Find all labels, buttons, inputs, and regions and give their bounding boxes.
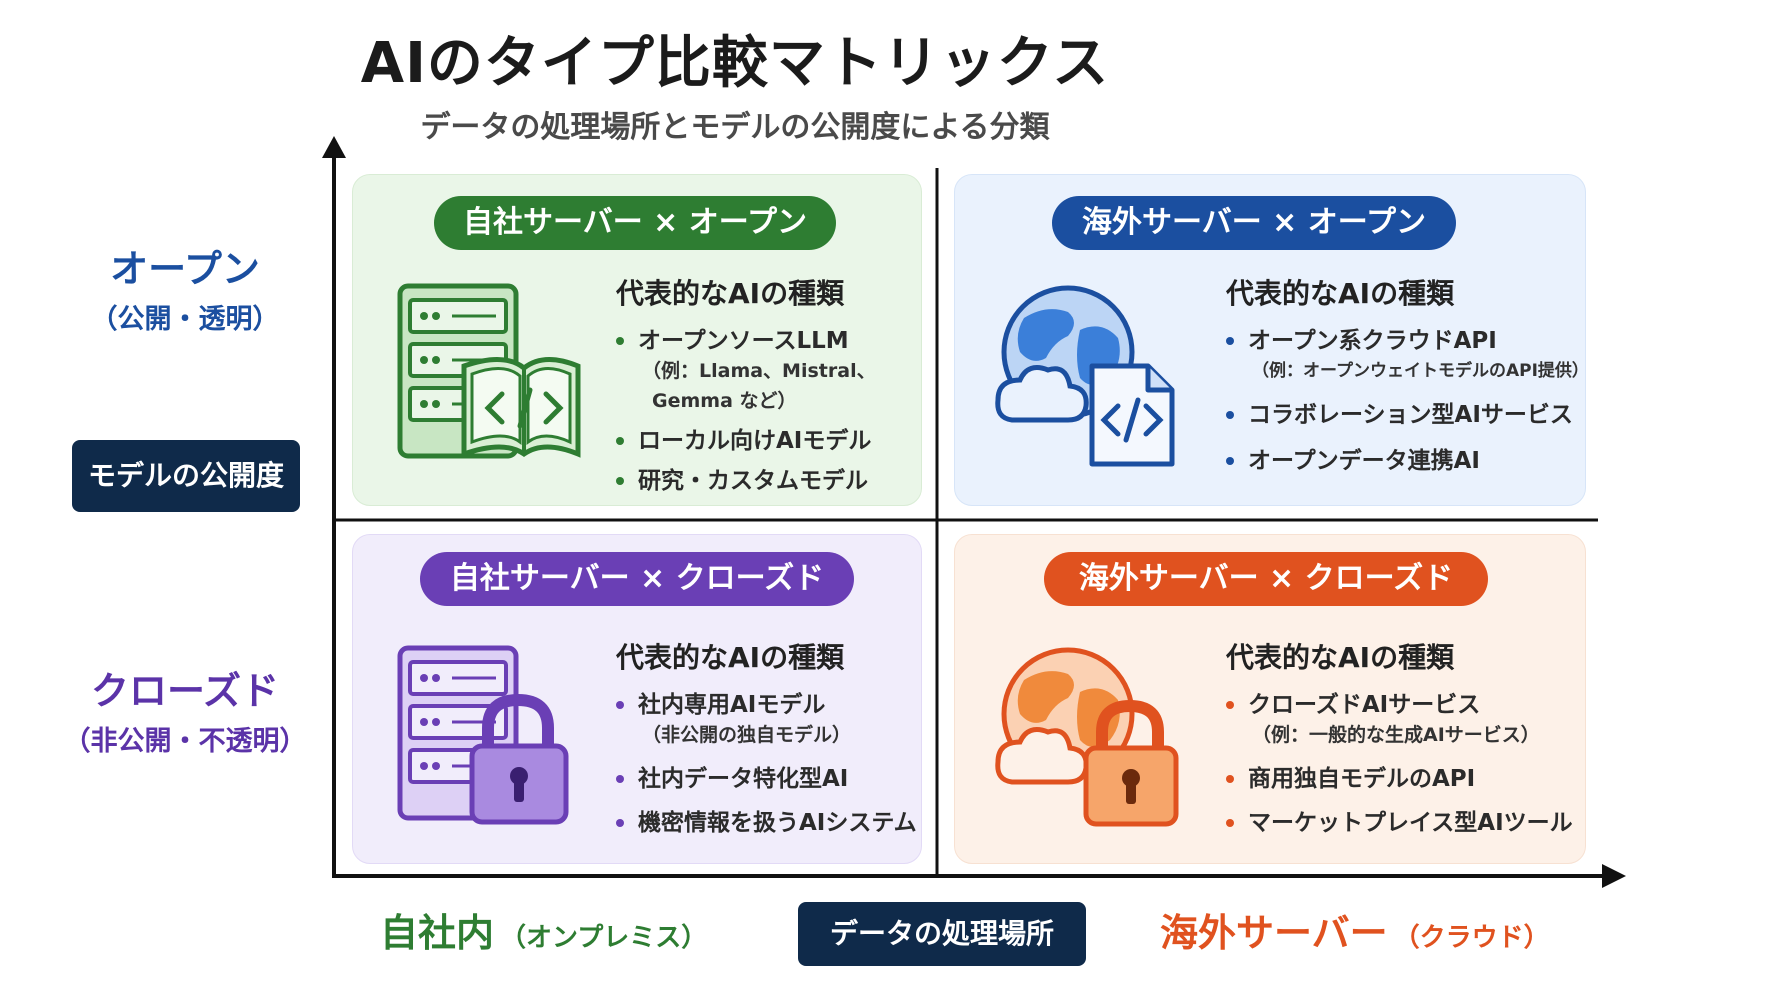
list-item: クローズドAIサービス （例：一般的な生成AIサービス） xyxy=(1226,690,1573,750)
list-item-text: 機密情報を扱うAIシステム xyxy=(638,810,917,836)
x-axis-arrow xyxy=(1602,864,1626,888)
page-title: AIのタイプ比較マトリックス xyxy=(360,31,1110,96)
ai-type-list: クローズドAIサービス （例：一般的な生成AIサービス） 商用独自モデルのAPI… xyxy=(1226,690,1573,838)
x-left-sub: （オンプレミス） xyxy=(500,923,708,953)
list-item: 機密情報を扱うAIシステム xyxy=(616,808,917,838)
list-item-note: （例：一般的な生成AIサービス） xyxy=(1252,724,1540,746)
bullet-dot xyxy=(1226,701,1234,709)
y-axis-open-label: オープン （公開・透明） xyxy=(70,238,300,336)
list-item: オープンソースLLM （例：Llama、Mistral、 Gemma など） xyxy=(616,326,876,416)
x-axis-right-label: 海外サーバー（クラウド） xyxy=(1160,902,1550,957)
bullet-dot xyxy=(1226,819,1234,827)
list-item-text: オープン系クラウドAPI xyxy=(1248,328,1497,354)
bullet-dot xyxy=(1226,411,1234,419)
page-subtitle: データの処理場所とモデルの公開度による分類 xyxy=(420,110,1050,145)
quadrant-label-top-right: 海外サーバー × オープン xyxy=(1052,196,1456,250)
globe-cloud-lock-icon xyxy=(995,647,1179,827)
y-axis-arrow xyxy=(322,136,346,158)
list-item: コラボレーション型AIサービス xyxy=(1226,400,1589,430)
ai-type-list: オープン系クラウドAPI （例：オープンウェイトモデルのAPI提供） コラボレー… xyxy=(1226,326,1589,476)
server-with-lock-icon xyxy=(397,645,569,825)
ai-type-list: オープンソースLLM （例：Llama、Mistral、 Gemma など） ロ… xyxy=(616,326,876,496)
ai-type-list: 社内専用AIモデル （非公開の独自モデル） 社内データ特化型AI 機密情報を扱う… xyxy=(616,690,917,838)
list-item: マーケットプレイス型AIツール xyxy=(1226,808,1573,838)
list-item-text: オープンソースLLM xyxy=(638,328,849,354)
x-right-main: 海外サーバー xyxy=(1160,911,1388,955)
y-open-main: オープン xyxy=(110,247,260,291)
list-item: ローカル向けAIモデル xyxy=(616,426,876,456)
list-item-text: 社内専用AIモデル xyxy=(638,692,826,718)
list-item: オープン系クラウドAPI （例：オープンウェイトモデルのAPI提供） xyxy=(1226,326,1589,386)
bullet-dot xyxy=(1226,457,1234,465)
x-axis-title: データの処理場所 xyxy=(798,902,1086,966)
bullet-dot xyxy=(616,701,624,709)
bullet-dot xyxy=(616,337,624,345)
list-item-text: コラボレーション型AIサービス xyxy=(1248,402,1573,428)
list-item: 社内データ特化型AI xyxy=(616,764,917,794)
quadrant-heading: 代表的なAIの種類 xyxy=(1226,277,1455,310)
x-axis-left-label: 自社内（オンプレミス） xyxy=(380,902,707,957)
bullet-dot xyxy=(616,775,624,783)
list-item-text: ローカル向けAIモデル xyxy=(638,428,872,454)
list-item: オープンデータ連携AI xyxy=(1226,446,1589,476)
quadrant-content-bottom-left: 代表的なAIの種類 社内専用AIモデル （非公開の独自モデル） 社内データ特化型… xyxy=(616,636,917,838)
x-right-sub: （クラウド） xyxy=(1393,923,1550,953)
quadrant-label-top-left: 自社サーバー × オープン xyxy=(434,196,836,250)
quadrant-label-bottom-right: 海外サーバー × クローズド xyxy=(1044,552,1488,606)
quadrant-content-top-right: 代表的なAIの種類 オープン系クラウドAPI （例：オープンウェイトモデルのAP… xyxy=(1226,272,1589,476)
list-item-note: （例：Llama、Mistral、 xyxy=(642,360,876,382)
bullet-dot xyxy=(616,477,624,485)
quadrant-content-bottom-right: 代表的なAIの種類 クローズドAIサービス （例：一般的な生成AIサービス） 商… xyxy=(1226,636,1573,838)
quadrant-heading: 代表的なAIの種類 xyxy=(1226,641,1455,674)
bullet-dot xyxy=(1226,337,1234,345)
list-item-note: （非公開の独自モデル） xyxy=(642,724,852,746)
list-item-note: Gemma など） xyxy=(652,390,797,412)
list-item: 商用独自モデルのAPI xyxy=(1226,764,1573,794)
y-axis-title: モデルの公開度 xyxy=(72,440,300,512)
list-item-note: （例：オープンウェイトモデルのAPI提供） xyxy=(1252,361,1589,381)
list-item-text: 商用独自モデルのAPI xyxy=(1248,766,1476,792)
bullet-dot xyxy=(616,437,624,445)
list-item-text: クローズドAIサービス xyxy=(1248,692,1481,718)
list-item: 社内専用AIモデル （非公開の独自モデル） xyxy=(616,690,917,750)
x-left-main: 自社内 xyxy=(380,911,495,955)
quadrant-label-bottom-left: 自社サーバー × クローズド xyxy=(420,552,854,606)
bullet-dot xyxy=(1226,775,1234,783)
list-item-text: 社内データ特化型AI xyxy=(638,766,849,792)
list-item-text: オープンデータ連携AI xyxy=(1248,448,1480,474)
bullet-dot xyxy=(616,819,624,827)
server-with-code-book-icon xyxy=(397,283,581,459)
y-closed-sub: （非公開・不透明） xyxy=(63,726,307,757)
quadrant-heading: 代表的なAIの種類 xyxy=(616,641,845,674)
list-item: 研究・カスタムモデル xyxy=(616,466,876,496)
y-closed-main: クローズド xyxy=(90,669,280,713)
y-axis-closed-label: クローズド （非公開・不透明） xyxy=(50,660,320,758)
list-item-text: マーケットプレイス型AIツール xyxy=(1248,810,1573,836)
quadrant-heading: 代表的なAIの種類 xyxy=(616,277,845,310)
list-item-text: 研究・カスタムモデル xyxy=(638,468,868,494)
globe-cloud-code-file-icon xyxy=(995,285,1175,467)
quadrant-content-top-left: 代表的なAIの種類 オープンソースLLM （例：Llama、Mistral、 G… xyxy=(616,272,876,496)
y-open-sub: （公開・透明） xyxy=(90,304,280,335)
